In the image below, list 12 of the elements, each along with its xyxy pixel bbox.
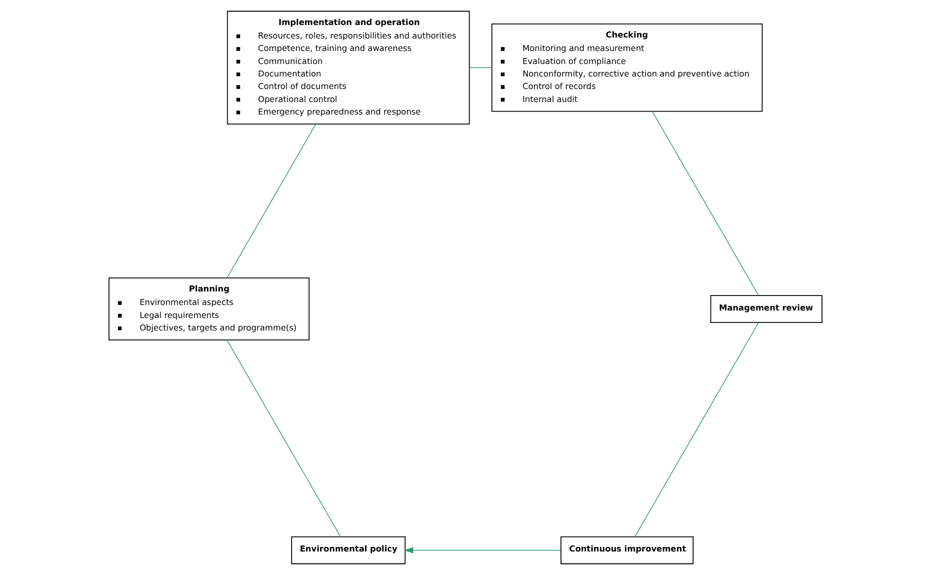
arrow	[404, 547, 562, 554]
connector	[634, 322, 759, 538]
node-box: Checking Monitoring and measurement Evaluation of compliance Nonconformity, corrective action and preventive action Control of records Internal audit	[491, 24, 763, 112]
connector	[652, 110, 759, 296]
node-box: Planning Environmental aspects Legal requirements Objectives, targets and programme(s)	[108, 278, 310, 340]
connector	[226, 124, 316, 278]
node-box: Management review	[710, 295, 822, 323]
node-box: Environmental policy	[291, 536, 406, 564]
node-box: Continuous improvement	[560, 536, 694, 564]
connector	[469, 67, 492, 68]
node-box: Implementation and operation Resources, roles, responsibilities and authorities Competence, training and awareness Communication Documentation Control of documents Operational control Emergency preparedness and response	[226, 10, 470, 124]
connector	[226, 340, 341, 538]
